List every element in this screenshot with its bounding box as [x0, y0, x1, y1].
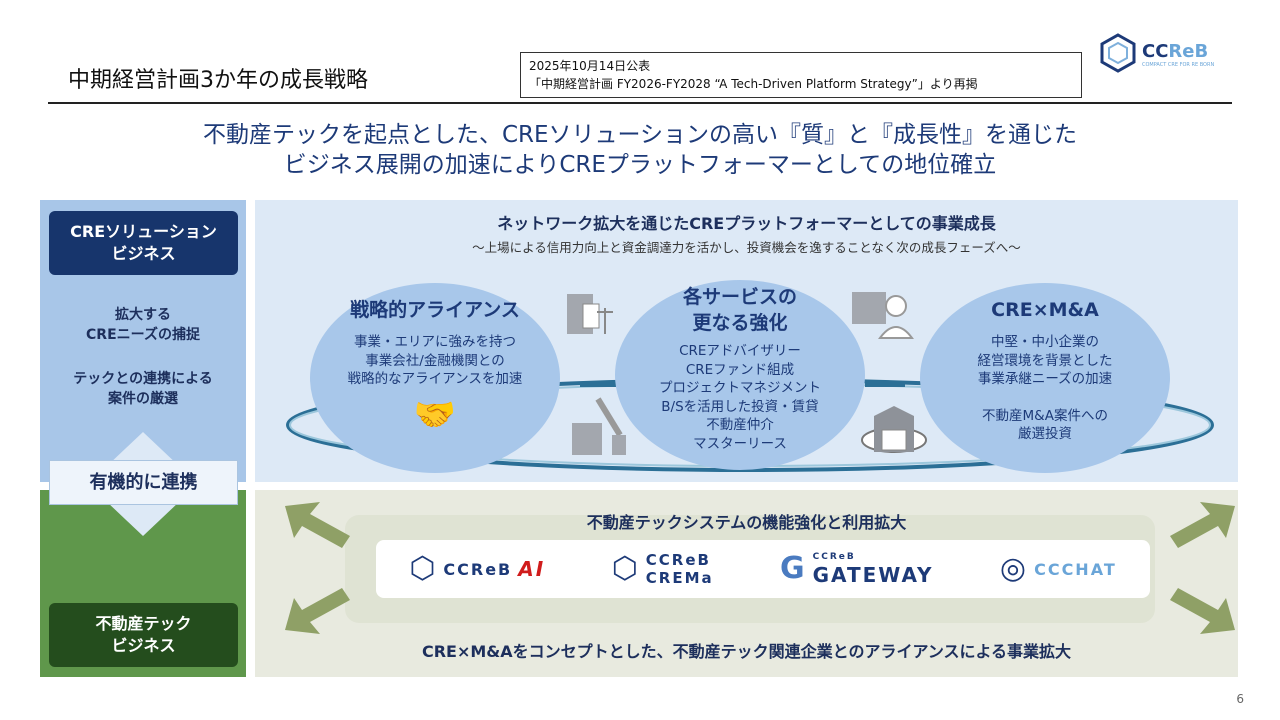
product-name: CCReB	[443, 559, 513, 579]
header-divider	[48, 102, 1232, 104]
proptech-business-label: 不動産テックビジネス	[49, 603, 238, 667]
label-line: 不動産テック	[95, 614, 192, 633]
circle-line: 事業承継ニーズの加速	[977, 371, 1113, 387]
circle-line: CREアドバイザリー	[679, 343, 801, 359]
circle-service-enhancement: 各サービスの更なる強化 CREアドバイザリー CREファンド組成プロジェクトマネジ…	[615, 280, 865, 470]
page-number: 6	[1236, 692, 1244, 706]
handshake-icon: 🤝	[413, 394, 457, 435]
cre-solution-business-label: CREソリューションビジネス	[49, 211, 238, 275]
construction-icon	[572, 397, 626, 455]
headline-line: ビジネス展開の加速によりCREプラットフォーマーとしての地位確立	[283, 152, 997, 178]
circle-title: 戦略的アライアンス	[350, 299, 520, 321]
target-hex-icon: ◎	[999, 551, 1029, 586]
page-title: 中期経営計画3か年の成長戦略	[68, 68, 368, 93]
proptech-footer: CRE×M&Aをコンセプトとした、不動産テック関連企業とのアライアンスによる事業…	[421, 642, 1072, 661]
headline-line: 不動産テックを起点とした、CREソリューションの高い『質』と『成長性』を通じた	[202, 122, 1078, 148]
left-point-2: テックとの連携による案件の厳選	[40, 369, 246, 409]
circle-strategic-alliance: 戦略的アライアンス 事業・エリアに強みを持つ事業会社/金融機関との戦略的なアライ…	[310, 283, 560, 473]
circle-title: 更なる強化	[692, 312, 788, 334]
proptech-title: 不動産テックシステムの機能強化と利用拡大	[586, 513, 907, 532]
circle-line: CREファンド組成	[685, 361, 795, 378]
product-suffix: AI	[518, 557, 546, 581]
product-name: CCReB	[645, 551, 711, 569]
circle-line: B/Sを活用した投資・賃貸	[661, 398, 819, 415]
network-growth-title: ネットワーク拡大を通じたCREプラットフォーマーとしての事業成長	[497, 214, 996, 233]
circle-line	[920, 389, 1170, 407]
point-line: 拡大する	[115, 307, 171, 323]
ccreb-hex-icon: ⬡	[409, 551, 438, 586]
link-label: 有機的に連携	[49, 460, 238, 505]
left-point-1: 拡大する CREニーズの捕捉	[40, 305, 246, 345]
network-growth-subtitle: ～上場による信用力向上と資金調達力を活かし、投資機会を逸することなく次の成長フェ…	[472, 240, 1021, 255]
headline: 不動産テックを起点とした、CREソリューションの高い『質』と『成長性』を通じた …	[0, 120, 1280, 180]
product-suffix: CREMa	[645, 569, 714, 587]
circle-line: 事業会社/金融機関との	[365, 352, 505, 369]
warehouse-icon	[861, 406, 927, 453]
product-ccchat: ◎CCCHAT	[1000, 551, 1117, 587]
product-name: CCReB	[812, 551, 856, 562]
circle-line: プロジェクトマネジメント	[659, 380, 821, 396]
circle-line: 経営環境を背景とした	[977, 352, 1113, 369]
circle-cre-ma: CRE×M&A 中堅・中小企業の経営環境を背景とした事業承継ニーズの加速不動産M…	[920, 283, 1170, 473]
product-suffix: GATEWAY	[812, 562, 934, 587]
source-note: 2025年10月14日公表 「中期経営計画 FY2026-FY2028 “A T…	[520, 52, 1082, 98]
building-person-icon	[852, 292, 914, 339]
product-name: CCCHAT	[1034, 559, 1117, 579]
gateway-g-icon: G	[780, 551, 807, 586]
circle-line: マスターリース	[693, 435, 787, 452]
building-legal-icon	[567, 294, 613, 334]
point-line: CREニーズの捕捉	[86, 327, 200, 343]
circle-line: 戦略的なアライアンスを加速	[347, 371, 523, 387]
source-doc: 「中期経営計画 FY2026-FY2028 “A Tech-Driven Pla…	[529, 77, 978, 91]
circle-title: 各サービスの	[682, 286, 797, 308]
circle-line: 不動産仲介	[706, 417, 774, 433]
circle-line: 事業・エリアに強みを持つ	[354, 334, 516, 350]
circle-title: CRE×M&A	[991, 299, 1099, 321]
source-date: 2025年10月14日公表	[529, 59, 651, 73]
circle-line: 不動産M&A案件への	[982, 407, 1108, 424]
circle-line: 中堅・中小企業の	[991, 334, 1099, 350]
expansion-arrows-icon	[285, 502, 1235, 634]
circle-line: 厳選投資	[1018, 426, 1072, 442]
svg-text:CCReB: CCReB	[1142, 41, 1208, 62]
point-line: 案件の厳選	[108, 391, 178, 407]
point-line: テックとの連携による	[73, 371, 213, 387]
label-line: ビジネス	[111, 244, 176, 263]
ccreb-hex-icon: ⬡	[611, 551, 640, 586]
label-line: CREソリューション	[70, 222, 217, 241]
label-line: ビジネス	[111, 636, 176, 655]
svg-text:COMPACT CRE FOR RE BORN: COMPACT CRE FOR RE BORN	[1142, 62, 1214, 68]
